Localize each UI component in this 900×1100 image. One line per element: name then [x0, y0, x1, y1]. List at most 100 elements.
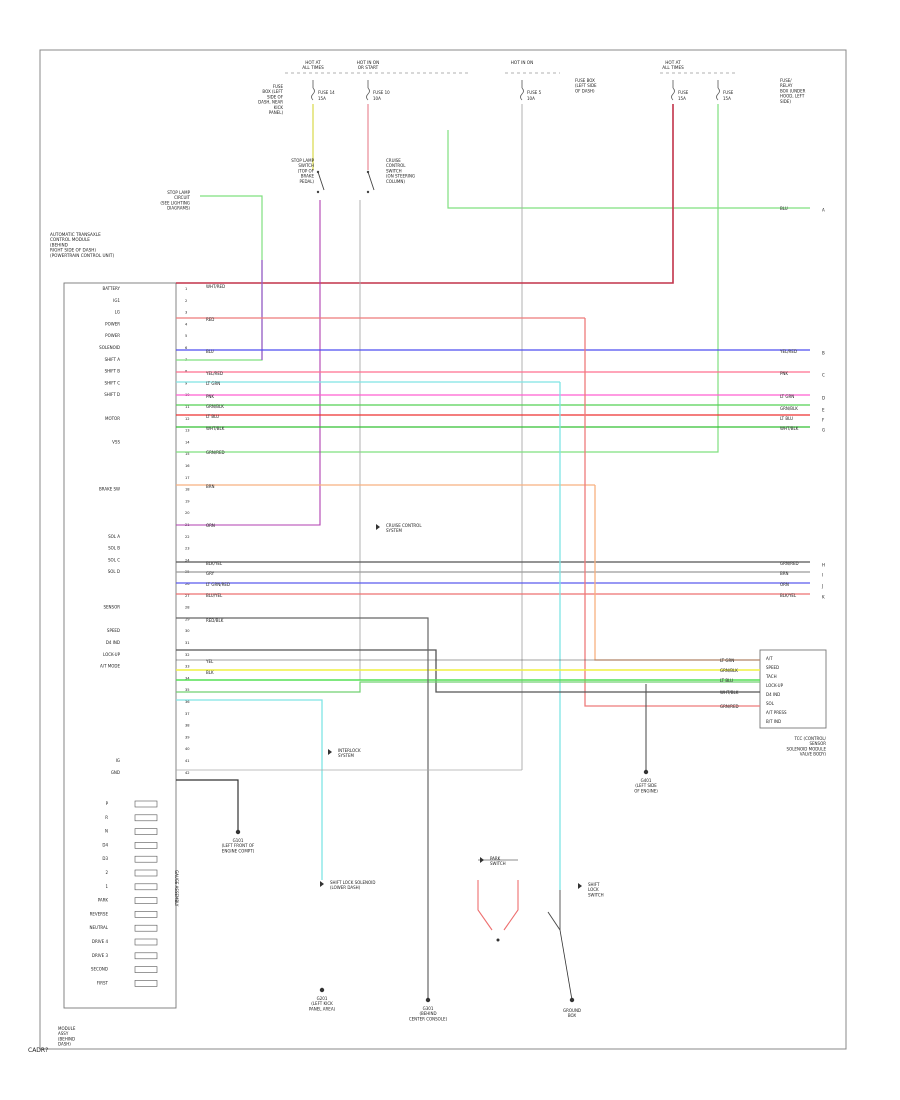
module-bottom-label: ASSY: [58, 1031, 69, 1036]
module-pin-label: SOLENOID: [99, 345, 120, 350]
gauge-label: D3: [102, 856, 108, 861]
reference-label: SWITCH: [490, 861, 506, 866]
reference-arrow: [480, 857, 484, 863]
gauge-label: FIRST: [97, 980, 109, 985]
wire-color-label-tcc: GRN/BLK: [720, 668, 738, 673]
stop-lamp-ref: STOP LAMP: [167, 190, 190, 195]
module-pin-label: SOL B: [108, 546, 120, 551]
fuse-box-note: FUSE BOX: [575, 78, 595, 83]
reference-arrow: [320, 881, 324, 887]
module-pin-label: SHIFT C: [105, 380, 121, 385]
ground-label: CENTER CONSOLE): [409, 1016, 448, 1021]
module-pin-number: 4: [185, 322, 188, 326]
wire-color-label: YEL/RED: [205, 371, 223, 376]
wire-color-label: BRN: [206, 484, 215, 489]
switch-contact: [366, 190, 370, 194]
module-pin-label: BATTERY: [103, 286, 121, 291]
wire-color-label-right: YEL/RED: [779, 349, 797, 354]
module-bottom-label: MODULE: [58, 1026, 76, 1031]
connector-number: H: [822, 563, 825, 568]
ground-label: PANEL AREA): [309, 1006, 336, 1011]
gauge-indicator: [134, 883, 158, 891]
fuse-heading: HOT IN ON: [511, 60, 533, 65]
wire-color-label: GRN/RED: [206, 450, 225, 455]
module-pin-number: 19: [185, 499, 190, 503]
fuse-icon: [716, 87, 720, 101]
module-pin-number: 37: [185, 712, 190, 716]
module-pin-number: 42: [185, 771, 190, 775]
wire-color-label-tcc: GRN/RED: [720, 704, 739, 709]
tcc-module-title: SENSOR: [809, 741, 826, 746]
gauge-label: 1: [105, 884, 108, 889]
reference-label: SHIFT: [588, 882, 600, 887]
tcc-pin-label: TACH: [765, 674, 777, 679]
module-pin-number: 11: [185, 405, 190, 409]
switch-label: COLUMN): [386, 179, 405, 184]
connector-number: J: [821, 584, 823, 589]
gauge-label: REVERSE: [90, 911, 109, 916]
module-pin-number: 33: [185, 665, 190, 669]
reference-label: INTERLOCK: [338, 748, 361, 753]
wire-color-label: WHT/RED: [206, 284, 225, 289]
module-pin-number: 3: [185, 311, 187, 315]
module-pin-number: 30: [185, 629, 190, 633]
wire-color-label-right: WHT/BLK: [780, 426, 799, 431]
module-pin-label: IG1: [113, 298, 120, 303]
gauge-label: DRIVE 3: [92, 953, 109, 958]
ground-label: OF ENGINE): [634, 788, 658, 793]
reference-arrow: [578, 883, 582, 889]
switch-blade: [367, 171, 375, 191]
fuse-box-note: PANEL): [269, 110, 284, 115]
module-pin-number: 17: [185, 476, 190, 480]
gauge-indicator: [134, 980, 158, 987]
tcc-module-box: [759, 649, 827, 729]
gauge-label: N: [105, 829, 108, 834]
module-pin-number: 35: [185, 688, 190, 692]
gauge-indicator: [134, 952, 158, 960]
wire-ground-bus: [176, 617, 429, 998]
module-pin-number: 39: [185, 735, 190, 739]
fuse-heading: ALL TIMES: [662, 65, 684, 70]
connector-number: I: [822, 573, 823, 578]
fuse-amp: 15A: [678, 96, 686, 101]
module-pin-number: 16: [185, 464, 190, 468]
connector-number: D: [822, 396, 825, 401]
module-pin-number: 24: [185, 558, 190, 562]
module-pin-number: 34: [185, 676, 190, 680]
wire-black-bus: [176, 649, 760, 693]
control-module-title-line: (POWERTRAIN CONTROL UNIT): [50, 253, 114, 258]
module-pin-number: 27: [185, 594, 190, 598]
module-pin-number: 32: [185, 653, 190, 657]
module-pin-number: 28: [185, 606, 190, 610]
stop-lamp-ref: CIRCUIT: [174, 195, 190, 200]
fuse-box-note: HOOD, LEFT: [780, 94, 805, 99]
wire-color-label: BLK: [206, 670, 214, 675]
tcc-pin-label: SOL: [766, 701, 775, 706]
reference-label: (LOWER DASH): [330, 885, 361, 890]
wire-color-label: PNK: [206, 394, 214, 399]
wire-harness: [176, 104, 810, 1001]
switch-label: SWITCH: [298, 163, 314, 168]
gauge-indicator: [134, 869, 158, 877]
gauge-label: NEUTRAL: [90, 925, 109, 930]
tcc-pin-label: A/T PRESS: [766, 710, 787, 715]
wire-park-switch-b: [503, 880, 519, 931]
gauge-indicator: [134, 828, 158, 835]
switch-label: CONTROL: [386, 163, 406, 168]
ground-label: (LEFT FRONT OF: [222, 843, 255, 848]
gauge-label: D4: [102, 842, 108, 847]
fuse-label: FUSE 10: [373, 90, 390, 95]
ground-label: G201: [317, 996, 328, 1001]
fuse-box-note: OF DASH): [575, 88, 595, 93]
wire-ground-1: [176, 779, 239, 830]
fuse-box-note: BOX (LEFT: [262, 89, 283, 94]
reference-label: LOCK: [588, 887, 599, 892]
connector-number: K: [822, 595, 825, 600]
gauge-label: SECOND: [91, 967, 108, 972]
module-pin-label: SHIFT A: [105, 357, 121, 362]
module-pin-label: SOL C: [108, 557, 120, 562]
module-bottom-label: DASH): [58, 1042, 71, 1047]
control-module-title-line: (BEHIND: [50, 242, 68, 247]
